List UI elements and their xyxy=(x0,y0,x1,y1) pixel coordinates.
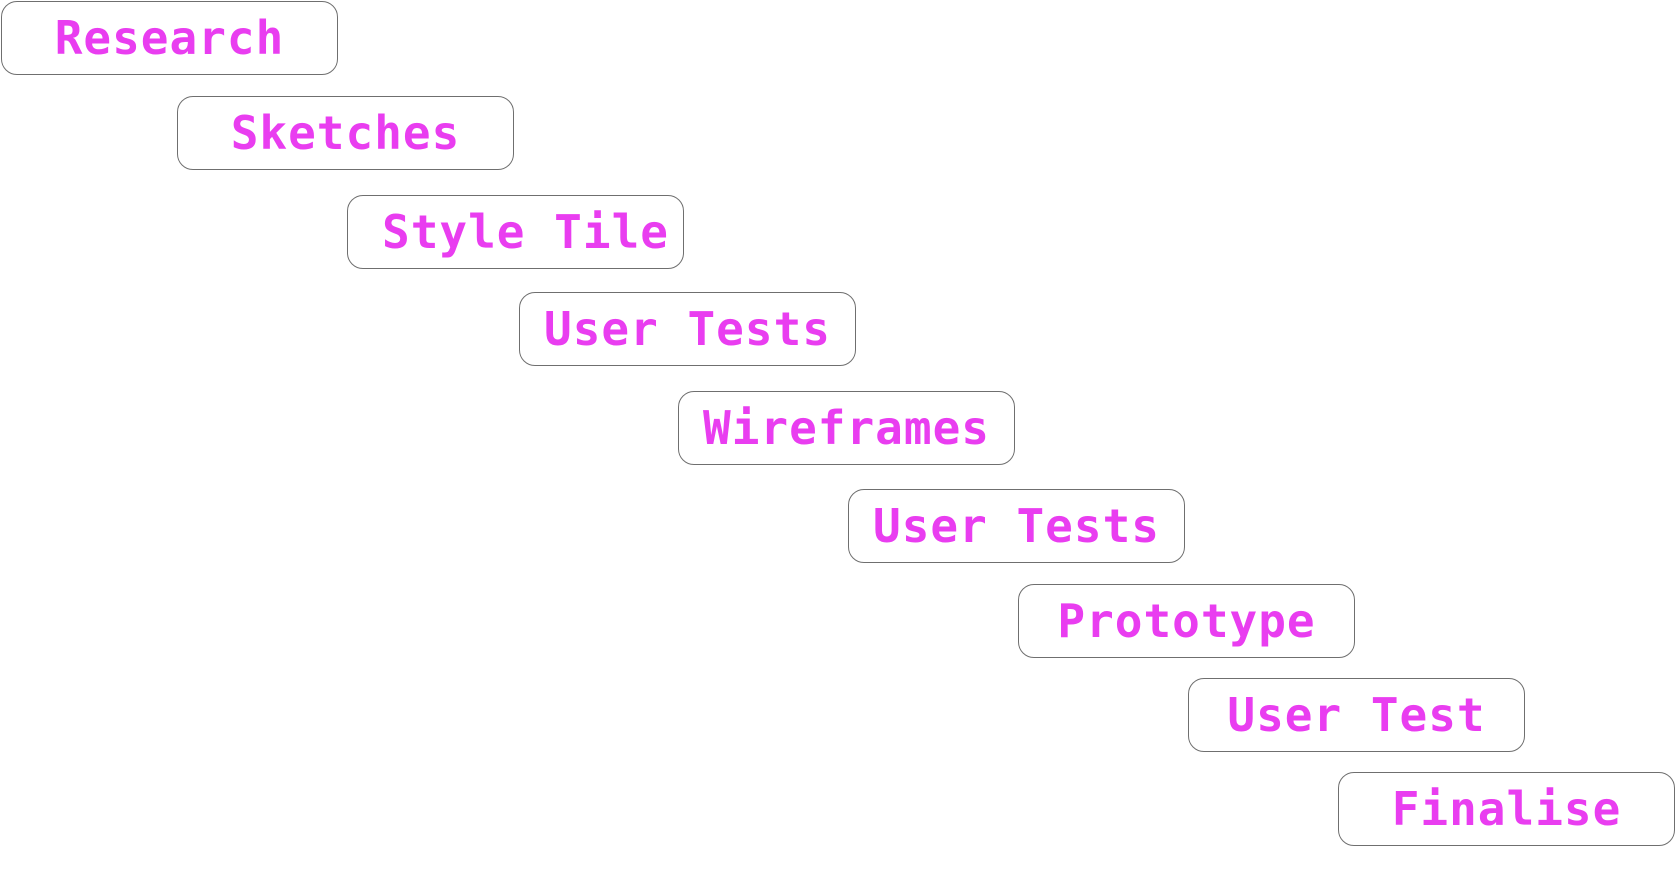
step-sketches: Sketches xyxy=(177,96,514,170)
step-label: User Tests xyxy=(544,302,831,356)
step-label: Research xyxy=(54,11,285,65)
step-user-tests-2: User Tests xyxy=(848,489,1185,563)
step-label: Sketches xyxy=(230,106,461,160)
step-label: User Tests xyxy=(873,499,1160,553)
step-style-tile: Style Tile xyxy=(347,195,684,269)
step-label: Finalise xyxy=(1391,782,1622,836)
step-label: Prototype xyxy=(1057,594,1316,648)
step-research: Research xyxy=(1,1,338,75)
step-user-tests-1: User Tests xyxy=(519,292,856,366)
step-label: User Test xyxy=(1227,688,1486,742)
step-user-test: User Test xyxy=(1188,678,1525,752)
step-label: Wireframes xyxy=(703,401,990,455)
step-label: Style Tile xyxy=(382,205,669,259)
step-wireframes: Wireframes xyxy=(678,391,1015,465)
step-finalise: Finalise xyxy=(1338,772,1675,846)
step-prototype: Prototype xyxy=(1018,584,1355,658)
